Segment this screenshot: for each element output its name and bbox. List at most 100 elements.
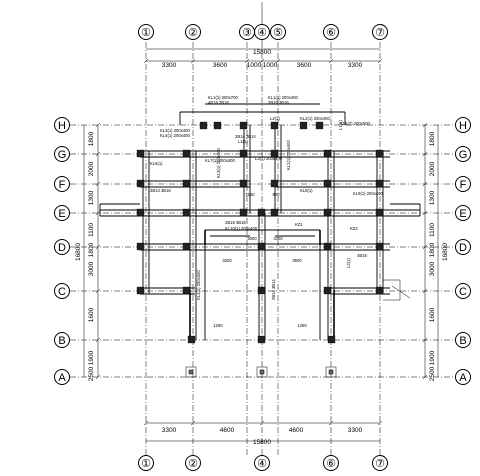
beam-annotation: L3(1) 200x400: [255, 156, 283, 161]
x-axis-bubble-top: ③: [239, 24, 255, 40]
axis-circle: [455, 205, 471, 221]
axis-circle: [54, 283, 70, 299]
y-axis-bubble-right: C: [455, 283, 471, 299]
dim-tick: [422, 244, 428, 250]
axis-circle: [372, 24, 388, 40]
axis-label: B: [58, 335, 65, 347]
dim-tick: [259, 58, 265, 64]
right-segment-dimension: 1800: [429, 131, 436, 146]
beam-annotation: KL2(1) 200x400: [300, 116, 330, 121]
beam-annotation-vertical: L2(1): [346, 258, 351, 268]
beam-annotation-vertical: KL4(1) 200x400: [196, 270, 201, 300]
beam-annotation-vertical: L1(1): [338, 120, 343, 130]
beam-annotation: 2B16 3B16: [268, 100, 289, 105]
right-segment-dimension: 1100: [429, 223, 436, 237]
y-axis-bubble-left: G: [54, 146, 70, 162]
column: [257, 242, 266, 251]
top-segment-dimension: 1000: [247, 62, 262, 69]
pier-core: [328, 369, 334, 375]
column: [299, 121, 308, 130]
inner-dimension: 1250: [213, 323, 223, 328]
column: [323, 242, 332, 251]
y-axis-bubble-left: D: [54, 239, 70, 255]
axis-label: D: [459, 242, 467, 254]
beam-annotation-vertical: 2B14 3B14: [271, 279, 276, 300]
axis-label: E: [58, 208, 65, 220]
axis-circle: [54, 205, 70, 221]
axis-circle: [254, 455, 270, 471]
axis-circle: [455, 176, 471, 192]
dim-tick: [95, 181, 101, 187]
dim-tick: [259, 420, 265, 426]
left-segment-dimension: 1800: [88, 131, 95, 146]
dim-leader: [391, 285, 411, 299]
x-axis-bubble-top: ④: [254, 24, 270, 40]
bottom-segment-dimension: 3300: [162, 427, 177, 434]
column: [375, 208, 384, 217]
column: [182, 208, 191, 217]
axis-circle: [323, 24, 339, 40]
x-axis-bubble-bottom: ②: [185, 455, 201, 471]
dim-tick: [422, 210, 428, 216]
dim-tick: [422, 337, 428, 343]
column: [257, 335, 266, 344]
dim-tick: [95, 288, 101, 294]
axis-circle: [138, 455, 154, 471]
right-segment-dimension: 1800: [429, 242, 436, 257]
column: [239, 208, 248, 217]
axis-circle: [270, 24, 286, 40]
pier-outline: [325, 366, 337, 378]
column: [315, 121, 324, 130]
axis-circle: [185, 455, 201, 471]
column: [182, 242, 191, 251]
axis-circle: [455, 283, 471, 299]
axis-label: E: [459, 208, 466, 220]
top-segment-dimension: 3600: [213, 62, 228, 69]
axis-label: B: [459, 335, 466, 347]
inner-dimension: 1250: [297, 323, 307, 328]
dim-tick: [95, 337, 101, 343]
axis-circle: [455, 239, 471, 255]
y-axis-bubble-left: C: [54, 283, 70, 299]
beam-annotation: KL7(1) 200x400: [205, 158, 235, 163]
dim-tick: [190, 58, 196, 64]
column: [136, 208, 145, 217]
column: [323, 179, 332, 188]
dim-tick: [95, 122, 101, 128]
columns: [136, 121, 384, 378]
left-segment-dimension: 2500: [88, 366, 95, 381]
column: [375, 179, 384, 188]
dim-tick: [275, 58, 281, 64]
right-segment-dimension: 2500: [429, 366, 436, 381]
pier-core: [259, 369, 265, 375]
beam-annotation-vertical: KL2(1) 200x400: [286, 140, 291, 170]
axis-circle: [54, 117, 70, 133]
axis-label: A: [459, 372, 467, 384]
top-segment-dimension: 3300: [162, 62, 177, 69]
pier-outline: [256, 366, 268, 378]
axis-circle: [455, 332, 471, 348]
axis-label: ③: [242, 27, 252, 39]
top-total-dimension: 15800: [253, 49, 271, 56]
y-axis-bubble-left: F: [54, 176, 70, 192]
beam-annotation: KL10(1) 200x400: [225, 226, 258, 231]
beam-annotation: KL9(1) 200x400: [353, 191, 383, 196]
axis-label: ④: [257, 458, 267, 470]
left-segment-dimension: 2000: [88, 161, 95, 176]
x-axis-bubble-bottom: ④: [254, 455, 270, 471]
y-axis-bubble-left: H: [54, 117, 70, 133]
axis-circle: [54, 239, 70, 255]
axis-label: ⑥: [326, 458, 336, 470]
y-axis-bubble-left: E: [54, 205, 70, 221]
beam-annotation-vertical: KL3(1) 200x400: [216, 148, 221, 178]
axis-label: ②: [188, 458, 198, 470]
right-segment-dimension: 1300: [429, 190, 436, 205]
y-axis-bubble-left: B: [54, 332, 70, 348]
column: [375, 242, 384, 251]
axis-label: ④: [257, 27, 267, 39]
column: [136, 149, 145, 158]
